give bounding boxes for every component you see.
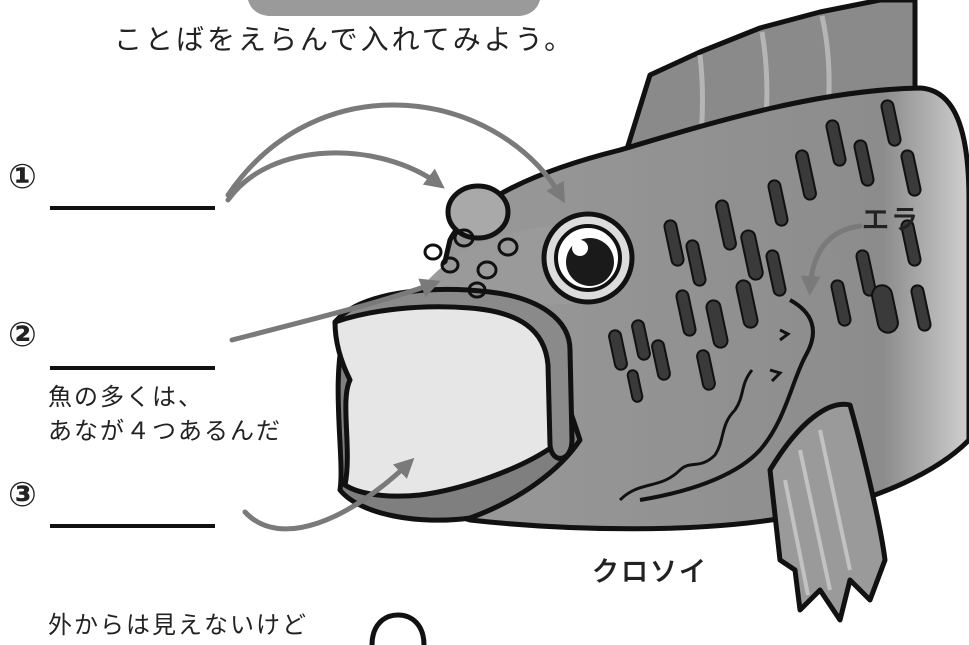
note-bottom: 外からは見えないけど: [48, 611, 308, 639]
nostrils: [423, 228, 519, 299]
blank-number-1: ①: [8, 157, 37, 197]
pectoral-fin: [767, 401, 888, 623]
blank-number-2: ②: [8, 315, 37, 355]
body-spots: [608, 99, 932, 403]
nose-bump: [445, 183, 511, 241]
note-line-2: あなが４つあるんだ: [48, 417, 282, 445]
pointer-arrows: [225, 102, 863, 532]
circle-marker-partial: [369, 612, 427, 645]
fish-name-label: クロソイ: [592, 557, 708, 588]
instruction-text: ことばをえらんで入れてみよう。: [114, 23, 576, 56]
note-line-1: 魚の多くは、: [48, 383, 204, 411]
blank-number-3: ③: [8, 475, 37, 515]
fish-eye: [541, 211, 635, 305]
gill-line: [639, 298, 815, 502]
title-tab: [248, 0, 540, 16]
gill-label: エラ: [862, 205, 920, 236]
note-many-fish: 魚の多くは、 あなが４つあるんだ: [48, 380, 282, 448]
